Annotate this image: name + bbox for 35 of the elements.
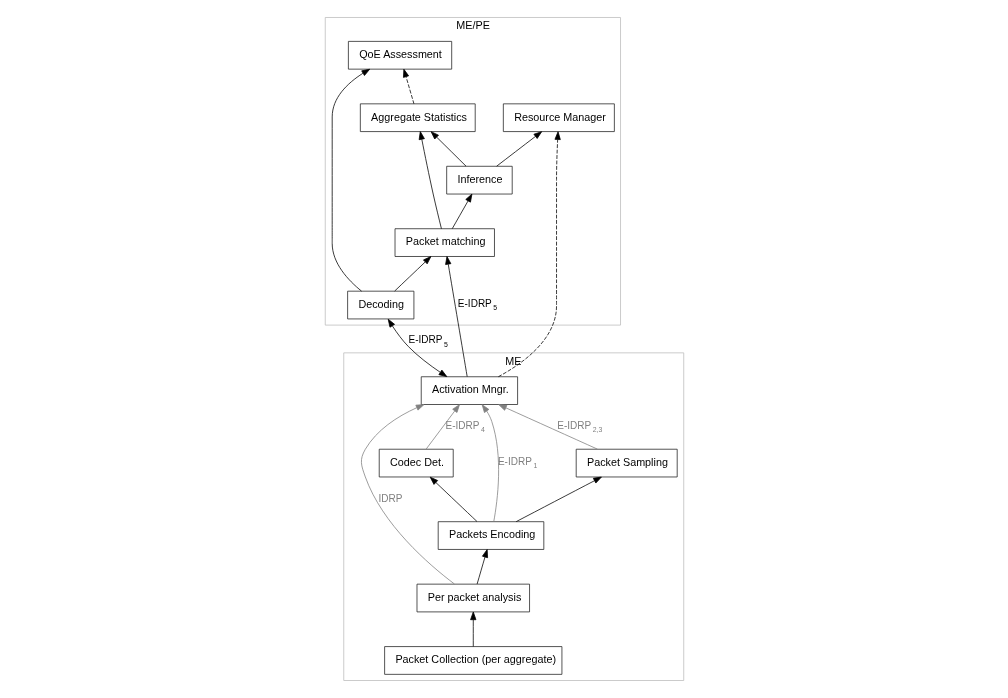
arrow (360, 404, 455, 585)
arrow (476, 549, 488, 585)
edge-label: E-IDRP$_{5}$ (408, 334, 448, 348)
arrow (451, 193, 472, 229)
arrow (402, 68, 414, 105)
node-box: Packet Collection (per aggregate) (383, 646, 562, 675)
node-box: Activation Mngr. (420, 376, 518, 405)
edge-label: E-IDRP$_{5}$ (457, 297, 497, 312)
arrow (469, 611, 476, 647)
node-box: Packet matching (394, 228, 495, 257)
node-box: Packet Sampling (575, 448, 678, 478)
node-box: Decoding (346, 290, 414, 320)
node-box: Packets Encoding (437, 521, 544, 550)
arrow (497, 131, 561, 378)
arrow (495, 131, 542, 167)
node-box: Codec Det. (378, 448, 454, 478)
arrow (444, 256, 468, 377)
arrow (429, 476, 477, 522)
node-box: Aggregate Statistics (359, 103, 476, 132)
arrow (515, 476, 602, 522)
arrow (418, 131, 442, 230)
edge-label: E-IDRP$_{2,3}$ (556, 419, 602, 434)
node-box: QoE Assessment (347, 41, 452, 70)
node-box: Inference (445, 165, 513, 195)
arrow (430, 131, 466, 167)
arrow (387, 318, 447, 377)
arrow (481, 404, 499, 522)
arrow (425, 404, 460, 450)
arrow (331, 68, 370, 292)
node-box: Resource Manager (502, 103, 615, 132)
node-box: Per packet analysis (416, 583, 530, 613)
arrow (497, 404, 598, 450)
edge-label: IDRP (377, 492, 402, 504)
edge-label: E-IDRP$_{4}$ (445, 419, 485, 434)
arrow (393, 256, 431, 292)
